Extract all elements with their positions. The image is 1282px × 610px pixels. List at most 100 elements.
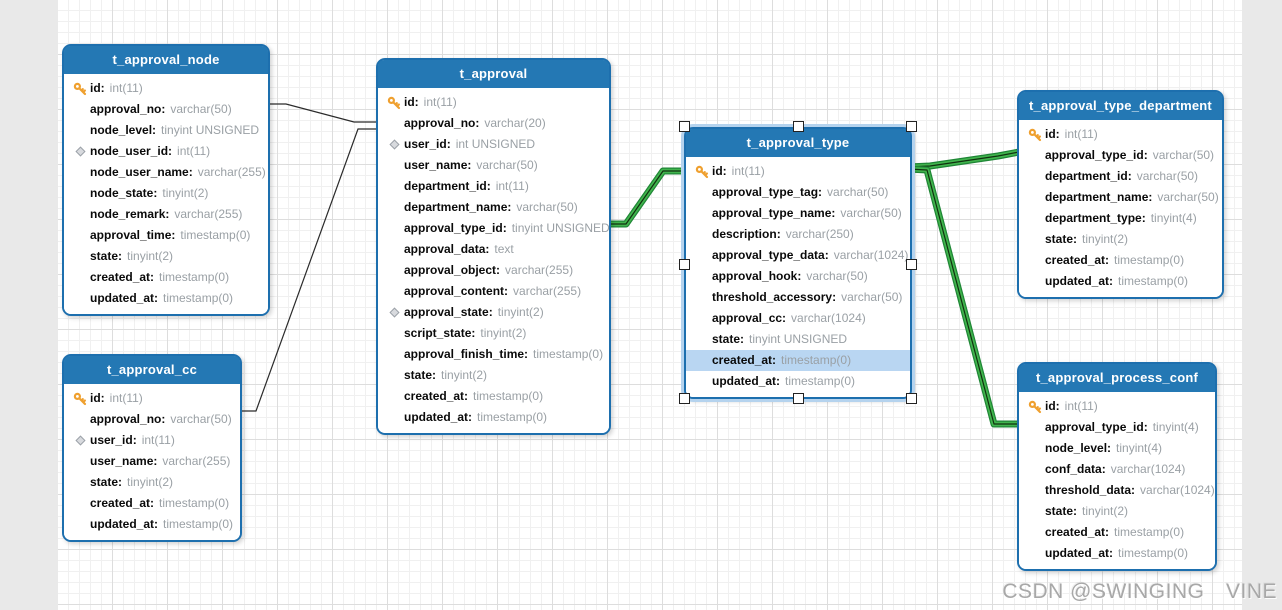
table-t_approval_cc[interactable]: t_approval_cc idint(11)approval_novarcha…	[62, 354, 242, 542]
field-row-threshold_data[interactable]: threshold_datavarchar(1024)	[1019, 480, 1215, 501]
field-row-created_at[interactable]: created_attimestamp(0)	[378, 386, 609, 407]
field-row-node_user_name[interactable]: node_user_namevarchar(255)	[64, 162, 268, 183]
field-row-id[interactable]: idint(11)	[64, 388, 240, 409]
field-row-approval_type_id[interactable]: approval_type_idtinyint(4)	[1019, 417, 1215, 438]
field-row-updated_at[interactable]: updated_attimestamp(0)	[1019, 543, 1215, 564]
selection-handle-bottom-right[interactable]	[906, 393, 917, 404]
field-row-department_type[interactable]: department_typetinyint(4)	[1019, 208, 1222, 229]
table-t_approval_type_department[interactable]: t_approval_type_department idint(11)appr…	[1017, 90, 1224, 299]
selection-handle-mid-right[interactable]	[906, 259, 917, 270]
field-row-updated_at[interactable]: updated_attimestamp(0)	[378, 407, 609, 428]
table-t_approval_process_conf[interactable]: t_approval_process_conf idint(11)approva…	[1017, 362, 1217, 571]
field-row-approval_time[interactable]: approval_timetimestamp(0)	[64, 225, 268, 246]
field-row-state[interactable]: statetinyint(2)	[64, 246, 268, 267]
field-row-approval_no[interactable]: approval_novarchar(50)	[64, 409, 240, 430]
field-name: approval_no	[90, 99, 165, 120]
selection-handle-bottom-left[interactable]	[679, 393, 690, 404]
field-row-node_state[interactable]: node_statetinyint(2)	[64, 183, 268, 204]
field-row-approval_finish_time[interactable]: approval_finish_timetimestamp(0)	[378, 344, 609, 365]
field-row-updated_at[interactable]: updated_attimestamp(0)	[64, 288, 268, 309]
field-row-id[interactable]: idint(11)	[1019, 124, 1222, 145]
selection-handle-mid-left[interactable]	[679, 259, 690, 270]
field-row-department_name[interactable]: department_namevarchar(50)	[378, 197, 609, 218]
field-row-department_id[interactable]: department_idint(11)	[378, 176, 609, 197]
field-name: approval_no	[90, 409, 165, 430]
field-row-approval_state[interactable]: approval_statetinyint(2)	[378, 302, 609, 323]
field-row-updated_at[interactable]: updated_attimestamp(0)	[64, 514, 240, 535]
field-row-created_at[interactable]: created_attimestamp(0)	[64, 493, 240, 514]
field-name: script_state	[404, 323, 475, 344]
field-row-approval_type_data[interactable]: approval_type_datavarchar(1024)	[686, 245, 910, 266]
field-row-id[interactable]: idint(11)	[686, 161, 910, 182]
primary-key-icon	[384, 96, 404, 110]
field-row-node_user_id[interactable]: node_user_idint(11)	[64, 141, 268, 162]
relationship-t_approval_type-to-t_approval_process_conf[interactable]	[907, 165, 1019, 428]
table-header[interactable]: t_approval_node	[64, 46, 268, 74]
field-row-state[interactable]: statetinyint(2)	[1019, 501, 1215, 522]
field-row-conf_data[interactable]: conf_datavarchar(1024)	[1019, 459, 1215, 480]
field-name: user_id	[404, 134, 451, 155]
table-header[interactable]: t_approval_cc	[64, 356, 240, 384]
field-type: int(11)	[1064, 127, 1098, 141]
field-row-id[interactable]: idint(11)	[64, 78, 268, 99]
table-t_approval[interactable]: t_approval idint(11)approval_novarchar(2…	[376, 58, 611, 435]
table-header[interactable]: t_approval_type_department	[1019, 92, 1222, 120]
field-row-node_level[interactable]: node_leveltinyint UNSIGNED	[64, 120, 268, 141]
field-name: approval_type_id	[1045, 417, 1148, 438]
field-row-description[interactable]: descriptionvarchar(250)	[686, 224, 910, 245]
field-row-state[interactable]: statetinyint(2)	[1019, 229, 1222, 250]
field-row-state[interactable]: statetinyint UNSIGNED	[686, 329, 910, 350]
field-row-node_level[interactable]: node_leveltinyint(4)	[1019, 438, 1215, 459]
field-row-created_at[interactable]: created_attimestamp(0)	[1019, 250, 1222, 271]
field-row-state[interactable]: statetinyint(2)	[64, 472, 240, 493]
field-row-approval_no[interactable]: approval_novarchar(20)	[378, 113, 609, 134]
field-row-user_name[interactable]: user_namevarchar(255)	[64, 451, 240, 472]
field-type: varchar(50)	[1157, 190, 1219, 204]
field-row-department_id[interactable]: department_idvarchar(50)	[1019, 166, 1222, 187]
field-row-approval_content[interactable]: approval_contentvarchar(255)	[378, 281, 609, 302]
selection-handle-top-right[interactable]	[906, 121, 917, 132]
field-row-approval_hook[interactable]: approval_hookvarchar(50)	[686, 266, 910, 287]
field-row-updated_at[interactable]: updated_attimestamp(0)	[686, 371, 910, 392]
field-type: varchar(50)	[1152, 148, 1215, 162]
field-row-user_id[interactable]: user_idint UNSIGNED	[378, 134, 609, 155]
field-row-user_id[interactable]: user_idint(11)	[64, 430, 240, 451]
field-name: threshold_data	[1045, 480, 1135, 501]
field-row-approval_type_tag[interactable]: approval_type_tagvarchar(50)	[686, 182, 910, 203]
field-row-node_remark[interactable]: node_remarkvarchar(255)	[64, 204, 268, 225]
relationship-t_approval_node-to-t_approval[interactable]	[266, 103, 376, 123]
table-header[interactable]: t_approval_type	[686, 129, 910, 157]
field-row-script_state[interactable]: script_statetinyint(2)	[378, 323, 609, 344]
field-row-approval_type_name[interactable]: approval_type_namevarchar(50)	[686, 203, 910, 224]
field-row-approval_type_id[interactable]: approval_type_idvarchar(50)	[1019, 145, 1222, 166]
field-row-created_at[interactable]: created_attimestamp(0)	[686, 350, 910, 371]
table-t_approval_node[interactable]: t_approval_node idint(11)approval_novarc…	[62, 44, 270, 316]
field-row-user_name[interactable]: user_namevarchar(50)	[378, 155, 609, 176]
field-row-approval_object[interactable]: approval_objectvarchar(255)	[378, 260, 609, 281]
field-type: tinyint UNSIGNED	[161, 123, 260, 137]
relationship-t_approval_type-to-t_approval_type_department[interactable]	[907, 148, 1020, 171]
field-row-id[interactable]: idint(11)	[1019, 396, 1215, 417]
field-row-approval_cc[interactable]: approval_ccvarchar(1024)	[686, 308, 910, 329]
field-row-threshold_accessory[interactable]: threshold_accessoryvarchar(50)	[686, 287, 910, 308]
relationship-t_approval-to-t_approval_type[interactable]	[607, 167, 684, 228]
field-row-approval_no[interactable]: approval_novarchar(50)	[64, 99, 268, 120]
selection-handle-top-left[interactable]	[679, 121, 690, 132]
field-row-created_at[interactable]: created_attimestamp(0)	[1019, 522, 1215, 543]
field-row-state[interactable]: statetinyint(2)	[378, 365, 609, 386]
field-row-updated_at[interactable]: updated_attimestamp(0)	[1019, 271, 1222, 292]
field-row-created_at[interactable]: created_attimestamp(0)	[64, 267, 268, 288]
field-row-approval_data[interactable]: approval_datatext	[378, 239, 609, 260]
selection-handle-bottom-mid[interactable]	[793, 393, 804, 404]
field-row-department_name[interactable]: department_namevarchar(50)	[1019, 187, 1222, 208]
table-header[interactable]: t_approval	[378, 60, 609, 88]
field-type: timestamp(0)	[163, 517, 234, 531]
selection-handle-top-mid[interactable]	[793, 121, 804, 132]
table-header[interactable]: t_approval_process_conf	[1019, 364, 1215, 392]
table-t_approval_type[interactable]: t_approval_type idint(11)approval_type_t…	[679, 121, 917, 404]
relationship-t_approval-to-t_approval_cc[interactable]	[238, 128, 376, 412]
field-name: department_name	[404, 197, 511, 218]
field-row-approval_type_id[interactable]: approval_type_idtinyint UNSIGNED	[378, 218, 610, 239]
field-row-id[interactable]: idint(11)	[378, 92, 609, 113]
